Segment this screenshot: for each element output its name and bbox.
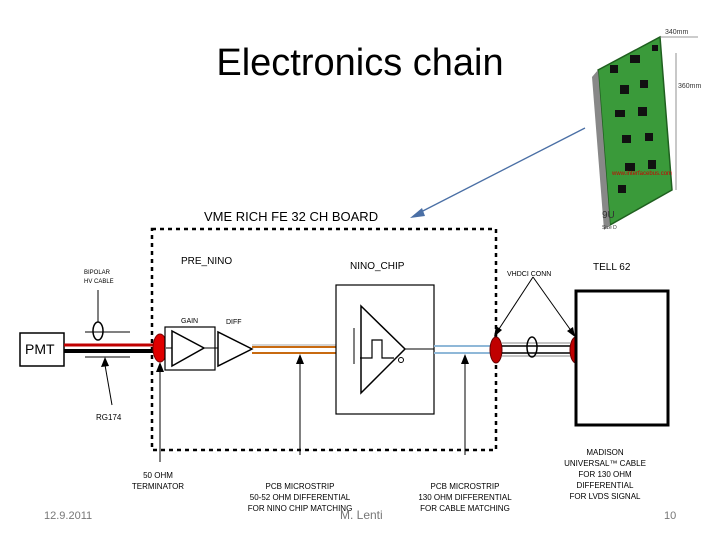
pcb-nino-pointer-head xyxy=(296,354,304,364)
rg174-arrow xyxy=(104,364,113,406)
madison-line-1: MADISON xyxy=(586,448,624,457)
pmt-label: PMT xyxy=(25,341,55,357)
footer-page: 10 xyxy=(664,510,677,522)
pcb-nino-line-1: PCB MICROSTRIP xyxy=(265,482,335,491)
board-caption: VME RICH FE 32 CH BOARD xyxy=(204,209,379,224)
vhdci-arrow-right xyxy=(532,276,573,333)
madison-line-4: DIFFERENTIAL xyxy=(576,481,634,490)
photo-form-sub: Size D xyxy=(602,225,617,231)
madison-line-2: UNIVERSAL™ CABLE xyxy=(564,459,646,468)
madison-ferrite-ring xyxy=(526,336,538,358)
pcb-nino-line-2: 50-52 OHM DIFFERENTIAL xyxy=(249,493,351,502)
rg174-label: RG174 xyxy=(96,413,122,422)
board-photo-pointer xyxy=(414,127,586,216)
gain-label: GAIN xyxy=(181,318,199,325)
terminator-line-2: TERMINATOR xyxy=(131,482,185,491)
terminator-line-1: 50 OHM xyxy=(143,471,173,480)
terminator-arrowhead xyxy=(156,362,164,372)
vhdci-connector xyxy=(489,336,503,364)
pmt-box xyxy=(19,332,65,367)
pcb-cable-line-1: PCB MICROSTRIP xyxy=(430,482,500,491)
terminator-label: 50 OHM TERMINATOR xyxy=(118,470,198,492)
vhdci-arrow-left xyxy=(496,276,534,333)
pcb-microstrip-cable-label: PCB MICROSTRIP 130 OHM DIFFERENTIAL FOR … xyxy=(405,481,525,514)
pcb-nino-line-3: FOR NINO CHIP MATCHING xyxy=(247,504,353,513)
pcb-cable-line-2: 130 OHM DIFFERENTIAL xyxy=(418,493,512,502)
vhdci-arrowhead-left xyxy=(494,326,502,337)
footer-date: 12.9.2011 xyxy=(44,510,93,522)
photo-dim-width: 340mm xyxy=(665,29,689,36)
hv-ferrite-ring xyxy=(92,321,104,341)
vhdci-arrowhead-right xyxy=(567,327,575,337)
bipolar-line: BIPOLAR xyxy=(84,270,111,276)
tell62-box xyxy=(574,289,670,427)
diff-label: DIFF xyxy=(226,319,242,326)
nino-chip-label: NINO_CHIP xyxy=(350,261,405,272)
board-outline xyxy=(150,227,498,452)
pre-nino-label: PRE_NINO xyxy=(181,256,233,267)
bipolar-hv-cable-label: BIPOLAR HV CABLE xyxy=(84,269,114,287)
nino-output-node xyxy=(398,357,404,363)
nino-pulse-shape xyxy=(360,339,394,359)
slide-title: Electronics chain xyxy=(216,42,504,84)
nino-comparator xyxy=(360,304,407,395)
photo-form-factor: 9U xyxy=(602,210,615,221)
photo-dim-height: 360mm xyxy=(678,83,702,90)
vhdci-conn-label: VHDCI CONN xyxy=(507,271,552,278)
madison-cable-label: MADISON UNIVERSAL™ CABLE FOR 130 OHM DIF… xyxy=(557,447,653,502)
hv-cable-line: HV CABLE xyxy=(84,279,114,285)
pcb-cable-line-3: FOR CABLE MATCHING xyxy=(420,504,510,513)
tell62-label: TELL 62 xyxy=(593,262,631,273)
footer-author: M. Lenti xyxy=(340,508,383,522)
diff-amplifier xyxy=(217,330,254,368)
board-photo-pointer-head xyxy=(410,208,425,218)
madison-line-5: FOR LVDS SIGNAL xyxy=(569,492,641,501)
pcb-cable-pointer-head xyxy=(461,354,469,364)
pcb-microstrip-nino-label: PCB MICROSTRIP 50-52 OHM DIFFERENTIAL FO… xyxy=(240,481,360,514)
photo-website: www.interfacebus.com xyxy=(611,171,672,177)
madison-line-3: FOR 130 OHM xyxy=(578,470,632,479)
vme-board-photo: 340mm 360mm www.interfacebus.com 9U Size… xyxy=(590,25,715,235)
rg174-arrowhead xyxy=(101,357,109,367)
